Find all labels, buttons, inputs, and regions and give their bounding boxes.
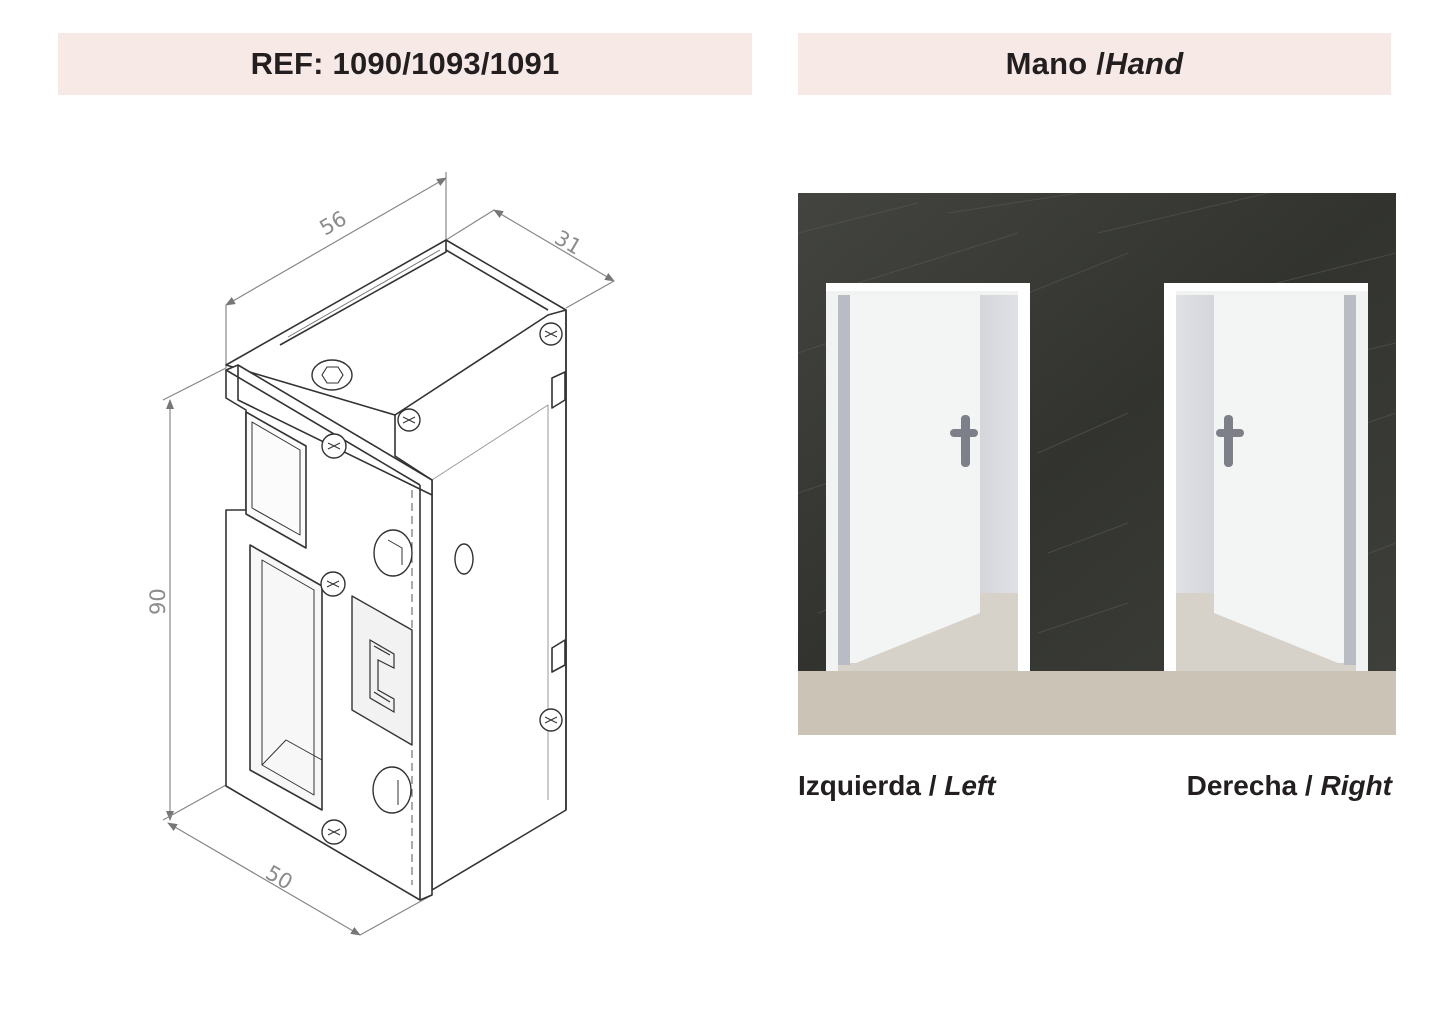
dim-depth-top: 31 [551,226,586,260]
screw-icons [311,322,563,845]
caption-right-es: Derecha / [1186,770,1321,801]
caption-left-es: Izquierda / [798,770,945,801]
strike-housing [225,239,567,891]
door-handle-right-icon [1216,415,1244,467]
caption-left-en: Left [944,770,996,801]
strike-technical-drawing: 56 31 90 50 [146,172,615,936]
caption-right-en: Right [1320,770,1392,801]
mounting-holes [372,529,474,814]
ref-label: REF: 1090/1093/1091 [250,46,560,81]
door-handle-left-icon [950,415,978,467]
hand-label-es: Mano / [1005,46,1106,81]
ref-header: REF: 1090/1093/1091 [58,33,752,95]
dim-height: 90 [146,588,170,615]
floor [798,671,1396,735]
hand-header: Mano / Hand [798,33,1391,95]
dim-width-top: 56 [316,206,351,240]
logo-icon [369,638,395,714]
caption-right: Derecha / Right [1187,770,1392,802]
door-right [1164,283,1368,671]
hand-label-en: Hand [1105,46,1184,81]
door-left [826,283,1030,671]
dimension-lines [162,172,615,936]
caption-left: Izquierda / Left [798,770,996,802]
dim-width-bottom: 50 [262,861,297,895]
door-hand-illustration [798,193,1396,735]
strike-faceplate [225,364,433,901]
